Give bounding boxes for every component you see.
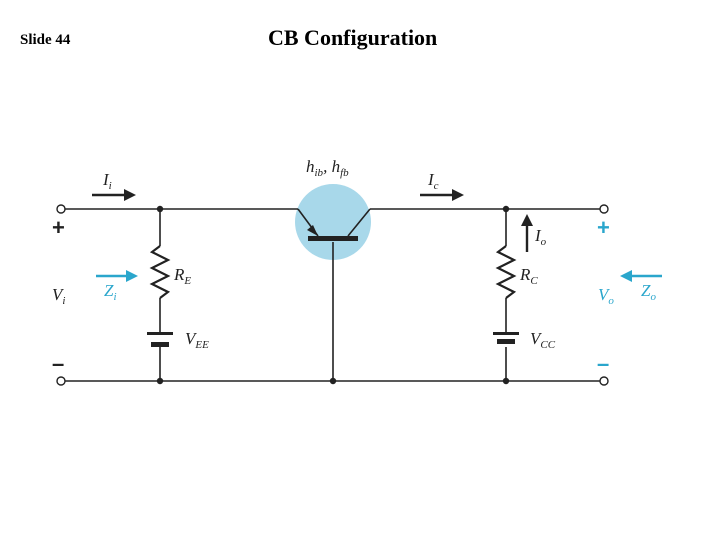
io-label: Io (534, 226, 547, 248)
collector-lead (347, 208, 371, 237)
output-plus-sign: + (597, 215, 610, 240)
output-terminal-bottom (599, 376, 609, 386)
vee-battery-long (147, 332, 173, 335)
vcc-battery-short (497, 339, 515, 344)
zi-arrowhead (126, 270, 138, 282)
junction-dot (156, 377, 164, 385)
slide-title: CB Configuration (268, 25, 438, 50)
re-label: RE (173, 265, 191, 287)
emitter-arrow (307, 225, 318, 236)
ic-arrowhead (452, 189, 464, 201)
zo-arrowhead (620, 270, 632, 282)
io-arrowhead (521, 214, 533, 226)
input-plus-sign: + (52, 215, 65, 240)
junction-dot (156, 205, 164, 213)
input-minus-sign: – (52, 351, 64, 376)
ii-label: Ii (102, 170, 112, 192)
slide-number: Slide 44 (20, 32, 71, 48)
input-terminal-bottom (56, 376, 66, 386)
rc-resistor (495, 245, 517, 299)
transistor-label: hib, hfb (306, 157, 349, 179)
junction-dot (502, 205, 510, 213)
zo-label: Zo (641, 281, 656, 303)
junction-dot (329, 377, 337, 385)
rc-label: RC (519, 265, 538, 287)
zi-label: Zi (104, 281, 117, 303)
vcc-battery-long (493, 332, 519, 335)
vo-label: Vo (598, 285, 614, 307)
transistor-base-bar (308, 236, 358, 241)
vi-label: Vi (52, 285, 65, 307)
ii-arrowhead (124, 189, 136, 201)
vee-battery-short (151, 342, 169, 347)
vcc-label: VCC (530, 329, 556, 351)
vee-label: VEE (185, 329, 209, 351)
output-terminal-top (599, 204, 609, 214)
junction-dot (502, 377, 510, 385)
output-minus-sign: – (597, 351, 609, 376)
re-resistor (149, 245, 171, 299)
input-terminal-top (56, 204, 66, 214)
ic-label: Ic (427, 170, 439, 192)
